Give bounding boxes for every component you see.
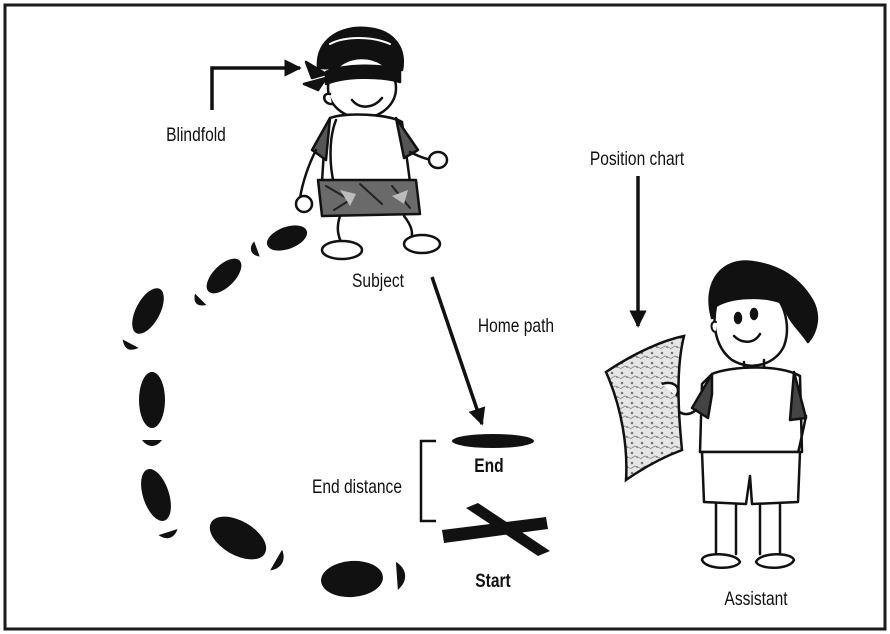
- blindfold-label: Blindfold: [166, 124, 226, 146]
- home-path-label: Home path: [478, 315, 554, 337]
- position-chart-label: Position chart: [590, 148, 684, 170]
- end-distance-label: End distance: [312, 476, 402, 498]
- end-label: End: [474, 455, 503, 477]
- end-marker: [452, 434, 534, 448]
- subject-label: Subject: [352, 270, 404, 292]
- assistant-label: Assistant: [724, 588, 787, 610]
- start-label: Start: [475, 570, 511, 592]
